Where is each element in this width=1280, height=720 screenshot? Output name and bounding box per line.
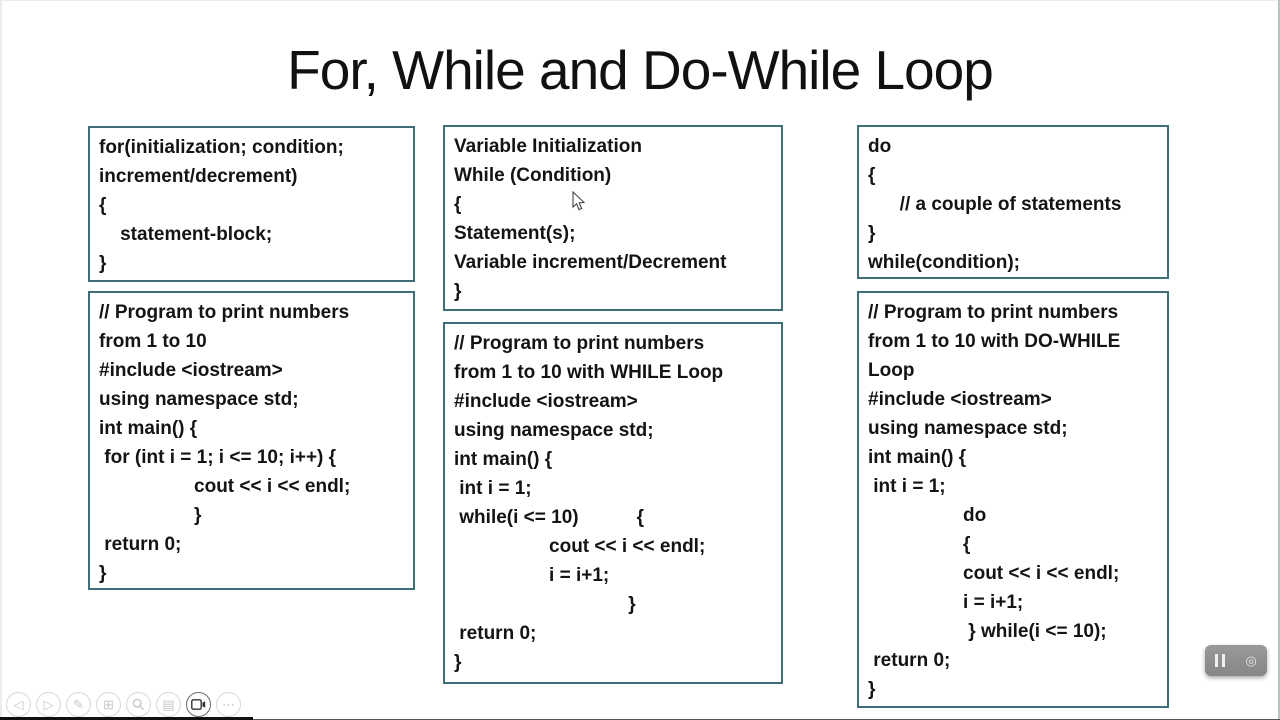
recorder-camera-icon: ◎ (1245, 653, 1257, 668)
next-slide-icon: ▷ (43, 697, 54, 712)
while-syntax-box: Variable Initialization While (Condition… (443, 125, 783, 311)
slide-edge-left (0, 0, 2, 720)
zoom-button[interactable] (126, 692, 151, 717)
slide-edge-top (0, 0, 1280, 1)
all-slides-icon: ⊞ (103, 697, 114, 712)
pen-icon: ✎ (73, 697, 84, 712)
dowhile-program-code: // Program to print numbers from 1 to 10… (868, 302, 1121, 700)
previous-slide-icon: ◁ (13, 697, 24, 712)
for-program-code: // Program to print numbers from 1 to 10… (99, 302, 351, 584)
more-options-button[interactable]: ⋯ (216, 692, 241, 717)
while-program-code: // Program to print numbers from 1 to 10… (454, 333, 724, 673)
dowhile-program-box: // Program to print numbers from 1 to 10… (857, 291, 1169, 708)
more-options-icon: ⋯ (222, 697, 235, 712)
subtitles-icon: ▤ (162, 697, 175, 712)
while-program-box: // Program to print numbers from 1 to 10… (443, 322, 783, 684)
subtitles-button[interactable]: ▤ (156, 692, 181, 717)
pause-icon (1222, 654, 1226, 667)
next-slide-button[interactable]: ▷ (36, 692, 61, 717)
while-syntax-code: Variable Initialization While (Condition… (454, 136, 727, 302)
slide-edge-right (1278, 0, 1280, 720)
all-slides-button[interactable]: ⊞ (96, 692, 121, 717)
camera-button[interactable] (186, 692, 211, 717)
for-syntax-box: for(initialization; condition; increment… (88, 126, 415, 282)
presenter-toolbar: ◁ ▷ ✎ ⊞ ▤ (6, 692, 241, 717)
dowhile-syntax-box: do { // a couple of statements } while(c… (857, 125, 1169, 279)
camera-icon (191, 699, 206, 710)
zoom-icon (132, 698, 145, 711)
pen-button[interactable]: ✎ (66, 692, 91, 717)
slide-title: For, While and Do-While Loop (287, 39, 994, 101)
previous-slide-button[interactable]: ◁ (6, 692, 31, 717)
pause-button[interactable] (1215, 654, 1226, 667)
recorder-camera-button[interactable]: ◎ (1245, 654, 1256, 667)
recorder-widget: ◎ (1205, 645, 1267, 676)
slide-edge-bottom-corner (0, 717, 253, 720)
dowhile-syntax-code: do { // a couple of statements } while(c… (868, 136, 1122, 273)
for-syntax-code: for(initialization; condition; increment… (99, 137, 344, 274)
for-program-box: // Program to print numbers from 1 to 10… (88, 291, 415, 590)
pause-icon (1215, 654, 1219, 667)
